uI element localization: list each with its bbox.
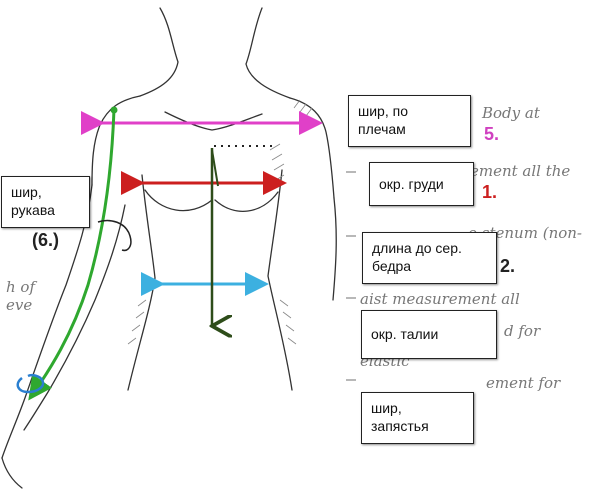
label-chest: окр. груди [369, 162, 474, 206]
note-d-for: d for [504, 322, 541, 340]
torso-left [127, 174, 156, 391]
arm-left-outer [1, 184, 93, 459]
note-h-of: h of [6, 278, 37, 296]
neck-left [139, 7, 179, 97]
note-body-at: Body at [481, 104, 541, 122]
label-shoulders: шир, по плечам [348, 95, 471, 147]
number-2: 2. [500, 256, 515, 276]
torso-right [267, 169, 293, 391]
chest-left [144, 189, 213, 212]
note-ement-for: ement for [486, 374, 561, 392]
note-eve: eve [6, 296, 32, 314]
sleeve-width-mark [97, 219, 132, 252]
sleeve-start-dot [110, 106, 118, 114]
label-sleeve: шир, рукава [1, 176, 90, 228]
number-6: (6.) [32, 230, 59, 250]
chest-right [214, 191, 279, 212]
shoulder-right [289, 97, 335, 199]
length-arrow-accent [211, 149, 219, 187]
clavicle [164, 111, 263, 131]
label-waist: окр. талии [361, 310, 497, 359]
note-all: aist measurement all [360, 290, 520, 308]
number-1: 1. [482, 182, 497, 202]
label-wrist: шир, запястья [361, 392, 474, 444]
shading [127, 99, 313, 345]
label-length: длина до сер. бедра [362, 232, 497, 284]
arm-left-inner [23, 204, 126, 431]
hand-left [1, 457, 23, 489]
sleeve-arrow [28, 107, 116, 401]
wrist-mark [16, 373, 45, 394]
connector-dashes [346, 171, 356, 381]
neck-right [245, 7, 291, 99]
note-all-the: ement all the [470, 162, 570, 180]
arm-right [332, 197, 337, 301]
number-5: 5. [484, 124, 499, 144]
